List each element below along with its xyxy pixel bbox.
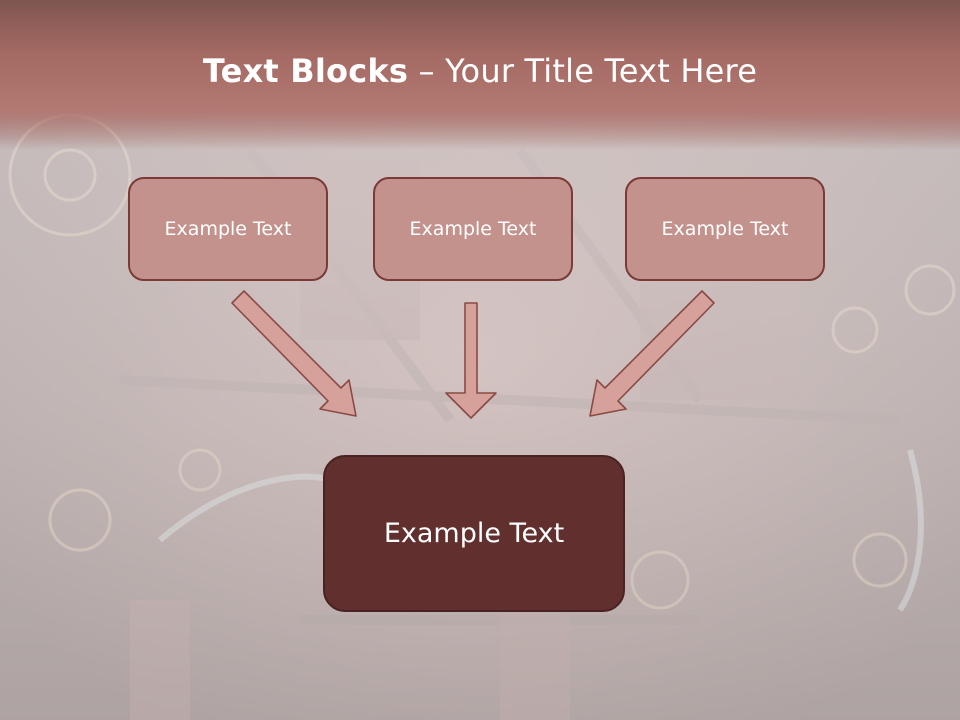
text-block-3-label: Example Text bbox=[661, 218, 789, 240]
title-rest: Your Title Text Here bbox=[445, 52, 758, 90]
target-text-block: Example Text bbox=[323, 455, 625, 612]
slide-title: Text Blocks – Your Title Text Here bbox=[0, 52, 960, 90]
arrow-left bbox=[231, 290, 357, 417]
text-block-1-label: Example Text bbox=[164, 218, 292, 240]
title-bold: Text Blocks bbox=[202, 52, 409, 90]
text-block-2-label: Example Text bbox=[409, 218, 537, 240]
title-bar bbox=[0, 0, 960, 150]
title-dash: – bbox=[408, 52, 446, 90]
text-block-3: Example Text bbox=[625, 177, 825, 281]
arrow-right bbox=[589, 290, 715, 417]
target-text-block-label: Example Text bbox=[383, 518, 565, 549]
text-block-2: Example Text bbox=[373, 177, 573, 281]
text-block-1: Example Text bbox=[128, 177, 328, 281]
arrow-center bbox=[445, 302, 497, 419]
